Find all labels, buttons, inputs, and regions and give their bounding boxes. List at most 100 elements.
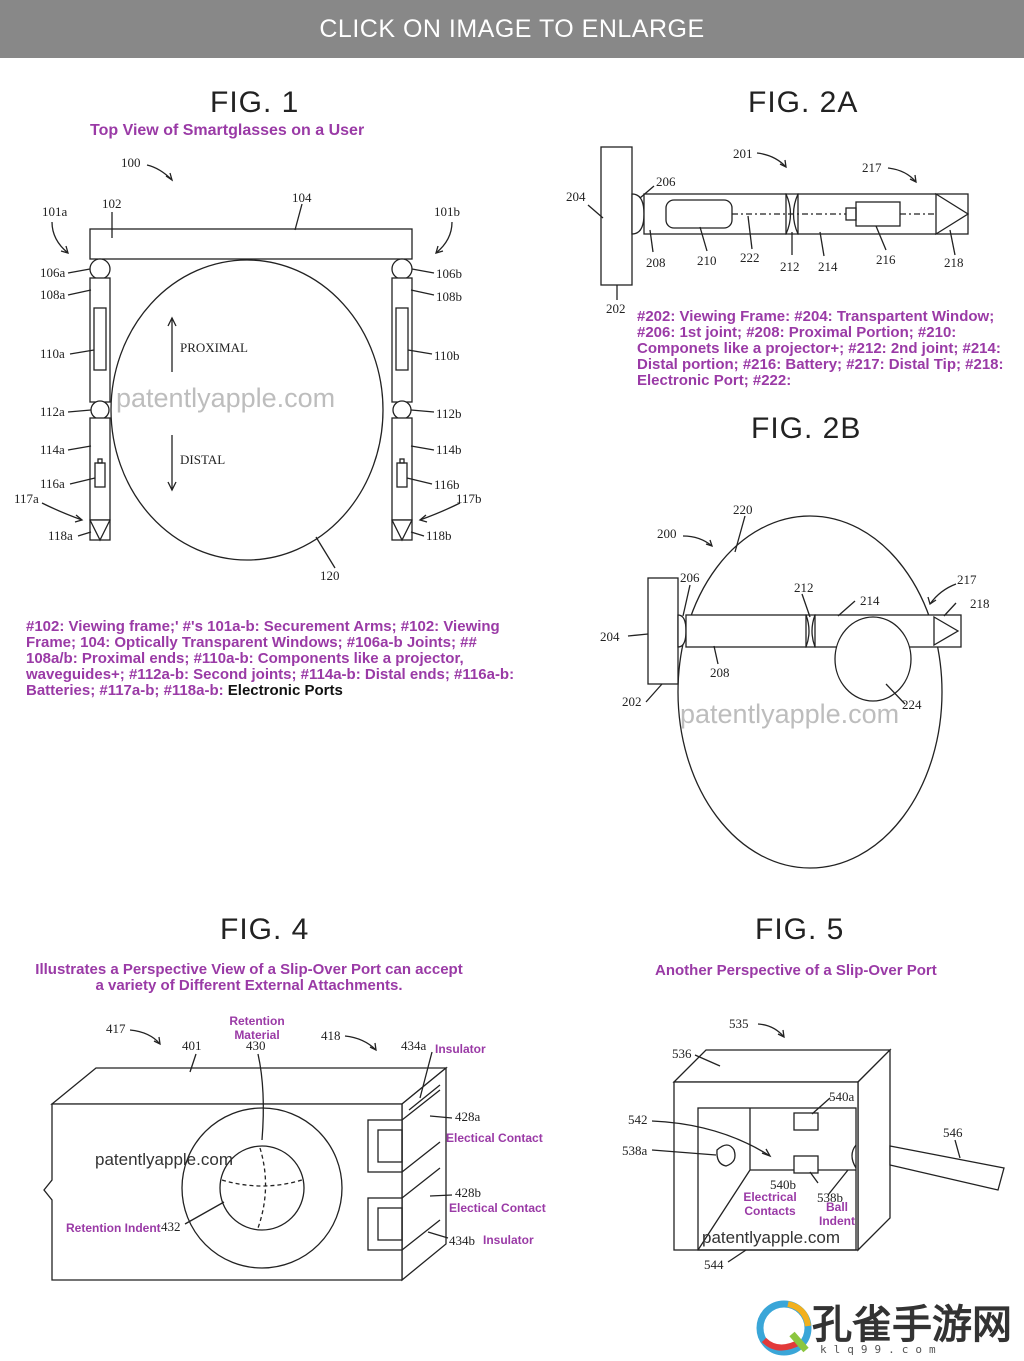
fig5-label: 544 [704,1257,724,1272]
fig2a-caption-line: #202: Viewing Frame: #204: Transpartent … [637,308,995,325]
fig5-ball-538a [716,1144,736,1167]
fig1-drawing: 100 101a 101b 102 104 106a 106b 108a 108… [14,155,482,583]
fig1-label: 110b [434,348,460,363]
fig2a-label: 212 [780,259,800,274]
fig4-label: 417 [106,1021,126,1036]
fig2a-label: 218 [944,255,964,270]
fig5-label: 542 [628,1112,648,1127]
fig4-retention-material: Retention Material [229,1014,285,1042]
fig1-label: 116b [434,477,460,492]
fig1-frame-102 [89,228,413,260]
fig2b-joint-212 [805,614,816,648]
fig4-subtitle-line: Illustrates a Perspective View of a Slip… [35,961,463,978]
fig1-label: 100 [121,155,141,170]
fig2a-label: 217 [862,160,882,175]
fig5-contact-540a [793,1112,819,1131]
fig2b-label: 214 [860,593,880,608]
fig1-subtitle: Top View of Smartglasses on a User [90,122,365,139]
fig2a-caption-line: #206: 1st joint; #208: Proximal Portion;… [637,324,957,341]
fig2b-label: 224 [902,697,922,712]
fig1-caption-line: 108a/b: Proximal ends; #110a-b: Componen… [26,650,464,667]
fig4-insulator-b: Insulator [483,1233,534,1247]
fig2b-label: 208 [710,665,730,680]
fig1-arm-114a [89,417,111,521]
fig4-insulator-a: Insulator [435,1042,486,1056]
fig5-label: 538a [622,1143,648,1158]
fig1-joint-112b [392,400,412,420]
fig2a-joint-206 [631,193,645,235]
site-logo-icon [756,1300,812,1356]
fig4-label: 432 [161,1219,181,1234]
fig5-opening [697,1107,857,1251]
fig1-label: 117b [456,491,482,506]
fig1-caption-line: Batteries; #117a-b; #118a-b: Electronic … [26,683,514,699]
fig5-label: 536 [672,1046,692,1061]
fig1-distal-label: DISTAL [180,452,225,467]
fig4-label: 434b [449,1233,475,1248]
fig5-label: 535 [729,1016,749,1031]
fig5-title: FIG. 5 [755,913,845,946]
fig2a-drawing: 201 217 204 206 208 210 222 212 214 216 … [566,146,970,316]
fig5-front-face-536 [673,1081,859,1251]
fig2b-label: 200 [657,526,677,541]
fig1-label: 101a [42,204,68,219]
fig1-arm-114b [391,417,413,521]
fig4-side-face [401,1066,447,1282]
fig1-caption-black: Electronic Ports [227,682,343,699]
fig1-head-outline [110,259,384,561]
fig2b-drawing: 200 220 206 212 214 217 218 204 208 202 … [600,502,990,869]
fig2b-component-224 [834,616,912,702]
fig1-joint-112a [90,400,110,420]
fig1-label: 118a [48,528,73,543]
fig1-label: 120 [320,568,340,583]
fig4-contact-b: Electical Contact [449,1201,546,1215]
fig2b-label: 204 [600,629,620,644]
fig2a-label: 214 [818,259,838,274]
fig5-label: 540b [770,1177,796,1192]
fig2a-label: 216 [876,252,896,267]
fig1-label: 114a [40,442,65,457]
fig4-contact-a: Electical Contact [446,1131,543,1145]
fig5-cable-546 [889,1145,1005,1191]
fig1-label: 108b [436,289,462,304]
fig1-arm-108a [89,277,111,403]
watermark: patentlyapple.com [95,1150,233,1169]
fig2b-title: FIG. 2B [751,412,862,445]
fig4-drawing: 417 401 430 418 434a 428a 428b 432 434b [43,1021,481,1282]
fig4-retention-indent-432 [219,1145,305,1231]
fig1-label: 102 [102,196,122,211]
fig2a-label: 204 [566,189,586,204]
fig5-label: 546 [943,1125,963,1140]
fig2a-frame-202 [600,146,633,286]
site-logo-url: klq99.com [820,1343,943,1356]
fig1-caption-line: waveguides+; #112a-b: Second joints; #11… [26,666,515,683]
fig4-subtitle: Illustrates a Perspective View of a Slip… [30,962,468,994]
fig1-joint-106b [391,258,413,280]
fig1-label: 116a [40,476,65,491]
fig2a-label: 210 [697,253,717,268]
fig4-label: 401 [182,1038,202,1053]
fig2b-proximal-208 [685,614,807,648]
fig1-component-110a [93,307,107,371]
fig5-ball-indent: Ball Indent [819,1200,855,1228]
fig1-label: 108a [40,287,66,302]
fig4-contact-428a [367,1119,403,1173]
fig2b-label: 212 [794,580,814,595]
fig5-top-face [672,1049,892,1083]
fig1-label: 101b [434,204,460,219]
enlarge-banner[interactable]: CLICK ON IMAGE TO ENLARGE [0,0,1024,58]
fig5-ball-538b [851,1144,857,1169]
fig1-label: 110a [40,346,65,361]
fig1-arm-108b [391,277,413,403]
fig5-label: 538b [817,1190,843,1205]
fig2a-caption-line: Distal portion; #216: Battery; #217: Dis… [637,356,1004,373]
fig2b-label: 206 [680,570,700,585]
fig1-port-118b [391,519,413,541]
fig2b-label: 218 [970,596,990,611]
watermark: patentlyapple.com [116,383,336,413]
fig4-label: 430 [246,1038,266,1053]
fig4-label: 428b [455,1185,481,1200]
fig2b-frame-202 [647,577,679,685]
fig4-label: 418 [321,1028,341,1043]
